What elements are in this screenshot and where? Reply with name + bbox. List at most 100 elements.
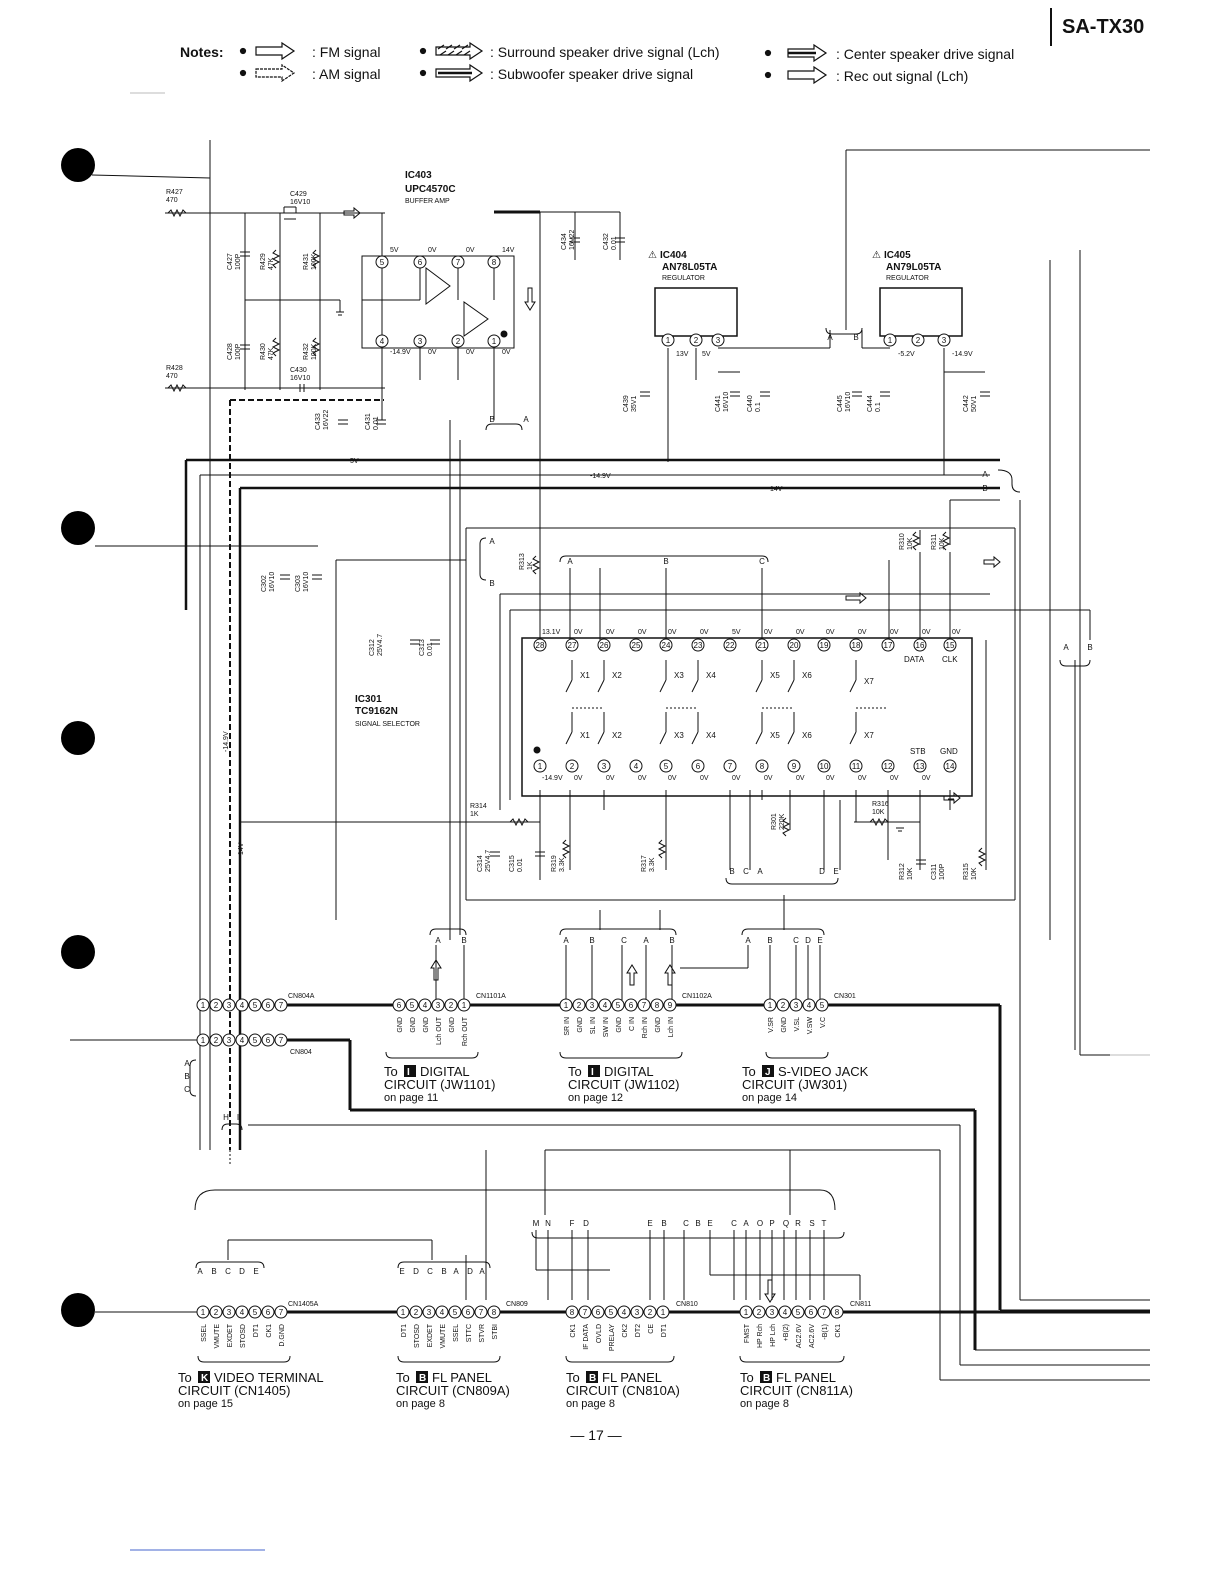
voltage-label: -14.9V: [390, 349, 411, 356]
caption-circuit: CIRCUIT (CN810A): [566, 1383, 680, 1398]
connector-pin: [791, 1305, 805, 1319]
component-value: 0.1: [755, 402, 762, 412]
bus-letter: B: [853, 333, 858, 342]
pin-number: 8: [655, 1001, 660, 1010]
pin-number: 7: [479, 1308, 484, 1317]
connector-pin: [739, 1305, 753, 1319]
caption-circuit: CIRCUIT (JW301): [742, 1077, 847, 1092]
signal-name: DT2: [635, 1324, 642, 1337]
svg-text:1: 1: [666, 336, 671, 345]
rail-voltage-label: -14.9V: [590, 473, 611, 480]
bus-letter: D: [413, 1267, 419, 1276]
capacitor-icon: [640, 391, 650, 397]
bus-letter: A: [643, 936, 649, 945]
signal-name: DT1: [661, 1324, 668, 1337]
resistor-icon: [311, 337, 321, 357]
voltage-label: 0V: [700, 775, 709, 782]
am-arrow-icon: [255, 63, 296, 83]
bus-letter: B: [663, 557, 668, 566]
connector-pin: [763, 998, 777, 1012]
component-ref: R432: [303, 343, 310, 360]
voltage-label: 0V: [922, 775, 931, 782]
ic404-func: REGULATOR: [662, 275, 705, 282]
switch-label: X3: [674, 731, 684, 740]
ic301-ref: IC301: [355, 694, 382, 705]
signal-name: CK1: [835, 1324, 842, 1338]
svg-text:25: 25: [632, 641, 641, 650]
capacitor-icon: [760, 391, 770, 397]
resistor-icon: [311, 249, 321, 269]
bus-letter: D: [805, 936, 811, 945]
note-surround: : Surround speaker drive signal (Lch): [490, 44, 720, 60]
stb-pin-label: STB: [910, 747, 926, 756]
voltage-label: 0V: [466, 349, 475, 356]
caption-page: on page 14: [742, 1092, 797, 1104]
voltage-label: 0V: [764, 629, 773, 636]
pin-number: 7: [279, 1308, 284, 1317]
wiring: [70, 92, 1150, 1551]
subwoofer-arrow-icon: [435, 63, 484, 83]
component-ref: C428: [227, 343, 234, 360]
connector-pin: [222, 1305, 236, 1319]
bus-letter: O: [757, 1219, 763, 1228]
voltage-label: 0V: [606, 629, 615, 636]
component-value: 10K: [971, 867, 978, 880]
pin-number: 5: [609, 1308, 614, 1317]
voltage-label: 0V: [700, 629, 709, 636]
pin-number: 5: [253, 1036, 258, 1045]
opamp-icon: [463, 301, 489, 337]
note-fm: : FM signal: [312, 44, 381, 60]
connector-id: CN804: [290, 1049, 312, 1056]
component-ref: C440: [747, 395, 754, 412]
connector-pin: [248, 998, 262, 1012]
bus-letter: A: [479, 1267, 485, 1276]
resistor-icon: [531, 555, 541, 575]
voltage-label: 0V: [638, 775, 647, 782]
voltage-label: 0V: [668, 629, 677, 636]
connector-pin: [235, 998, 249, 1012]
caption-circuit: CIRCUIT (CN809A): [396, 1383, 510, 1398]
signal-name: Rch OUT: [462, 1016, 469, 1046]
component-value: 1K: [470, 811, 479, 818]
component-ref: C312: [369, 639, 376, 656]
capacitor-icon: [312, 574, 322, 580]
bus-letter: B: [589, 936, 594, 945]
svg-text:To: To: [384, 1064, 398, 1079]
pin-number: 4: [622, 1308, 627, 1317]
resistor-icon: [271, 337, 281, 357]
component-ref: R313: [519, 553, 526, 570]
model-title: SA-TX30: [1062, 16, 1145, 38]
bus-letter: D: [819, 867, 825, 876]
component-ref: C314: [477, 855, 484, 872]
bus-letter: A: [184, 1059, 190, 1068]
voltage-label: 0V: [574, 629, 583, 636]
connector-pin: [611, 998, 625, 1012]
connector-id: CN810: [676, 1301, 698, 1308]
connector-pin: [418, 998, 432, 1012]
pin-number: 8: [492, 1308, 497, 1317]
component-value: 100K: [311, 253, 318, 270]
pin-number: 1: [744, 1308, 749, 1317]
component-ref: C433: [315, 413, 322, 430]
pin-number: 3: [590, 1001, 595, 1010]
resistor-icon: [561, 839, 571, 859]
svg-text:5: 5: [664, 762, 669, 771]
recout-arrow-icon: [787, 65, 828, 85]
connector-pin: [789, 998, 803, 1012]
binder-hole-icon: [61, 148, 95, 182]
connector-pin: [274, 1305, 288, 1319]
capacitor-icon: [916, 859, 926, 865]
ic404-ref: IC404: [660, 250, 687, 261]
svg-text:28: 28: [536, 641, 545, 650]
svg-text:4: 4: [634, 762, 639, 771]
